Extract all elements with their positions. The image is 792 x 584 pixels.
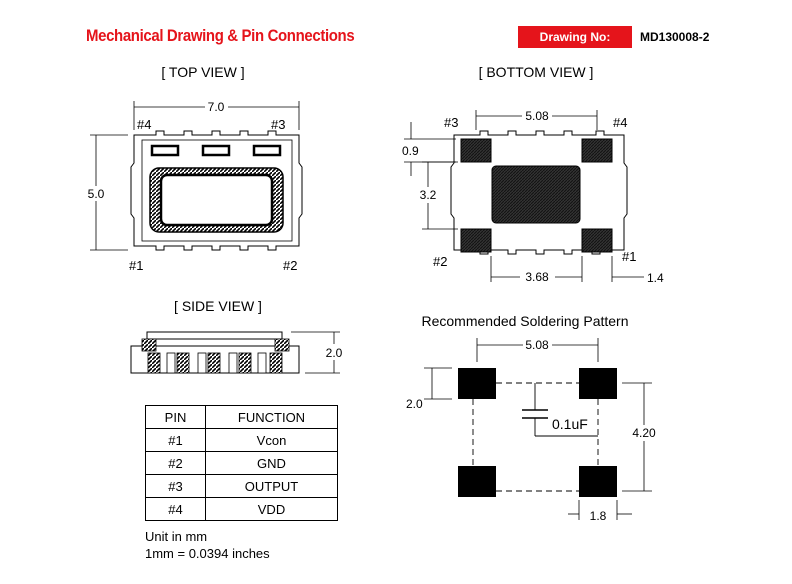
side-view-package — [130, 331, 300, 374]
bottom-view-pad-height-dim: 0.9 — [402, 144, 419, 158]
bottom-view-pads — [460, 138, 613, 253]
bottom-view-title: [ BOTTOM VIEW ] — [479, 64, 594, 80]
side-view-height-dim: 2.0 — [326, 346, 343, 360]
soldering-dimensions — [424, 338, 652, 520]
bottom-view-top-dim: 5.08 — [525, 109, 549, 123]
soldering-height-dim: 4.20 — [632, 426, 656, 440]
top-view-pads — [149, 144, 284, 233]
top-view-title: [ TOP VIEW ] — [161, 64, 244, 80]
unit-notes: Unit in mm 1mm = 0.0394 inches — [145, 528, 270, 562]
table-row: #1 Vcon — [145, 428, 338, 452]
top-view-pin-3: #3 — [271, 117, 285, 132]
side-view-dimensions — [291, 331, 340, 374]
pin-function-table: PIN FUNCTION #1 Vcon #2 GND #3 OUTPUT #4… — [145, 405, 338, 521]
top-view-package — [130, 130, 303, 251]
top-view-pin-2: #2 — [283, 258, 297, 273]
table-cell-pin: #4 — [145, 497, 206, 521]
bottom-view-pin-1: #1 — [622, 249, 636, 264]
conversion-note: 1mm = 0.0394 inches — [145, 546, 270, 561]
table-row: #3 OUTPUT — [145, 474, 338, 498]
soldering-top-dim: 5.08 — [525, 338, 549, 352]
bottom-view-pin-3: #3 — [444, 115, 458, 130]
table-row: #2 GND — [145, 451, 338, 475]
table-header-function: FUNCTION — [205, 405, 338, 429]
capacitor-label: 0.1uF — [552, 416, 588, 432]
soldering-pads — [458, 368, 617, 497]
table-header-row: PIN FUNCTION — [145, 405, 338, 429]
table-cell-function: Vcon — [205, 428, 338, 452]
soldering-pad-dim: 2.0 — [406, 397, 423, 411]
drawing-number-value: MD130008-2 — [640, 30, 710, 44]
table-cell-function: OUTPUT — [205, 474, 338, 498]
top-view-height-dim: 5.0 — [88, 187, 105, 201]
bottom-view-pin-2: #2 — [433, 254, 447, 269]
bottom-view-center-dim: 3.2 — [420, 188, 437, 202]
drawing-number-label: Drawing No: — [518, 26, 632, 48]
bottom-view-pin-4: #4 — [613, 115, 627, 130]
table-cell-pin: #1 — [145, 428, 206, 452]
soldering-traces — [472, 382, 599, 492]
table-cell-pin: #2 — [145, 451, 206, 475]
top-view-pin-4: #4 — [137, 117, 151, 132]
table-cell-function: GND — [205, 451, 338, 475]
bottom-view-pad-width-dim: 1.4 — [647, 271, 664, 285]
bottom-view-dimensions — [404, 110, 644, 282]
top-view-width-dim: 7.0 — [208, 100, 225, 114]
top-view-dimensions — [90, 101, 300, 251]
top-view-pin-1: #1 — [129, 258, 143, 273]
unit-note: Unit in mm — [145, 529, 208, 544]
side-view-title: [ SIDE VIEW ] — [174, 298, 262, 314]
soldering-width-dim: 1.8 — [590, 509, 607, 523]
soldering-pattern-title: Recommended Soldering Pattern — [421, 313, 628, 329]
table-cell-function: VDD — [205, 497, 338, 521]
bottom-view-bottom-dim: 3.68 — [525, 270, 549, 284]
table-header-pin: PIN — [145, 405, 206, 429]
table-row: #4 VDD — [145, 497, 338, 521]
drawing-title: Mechanical Drawing & Pin Connections — [86, 26, 355, 45]
table-cell-pin: #3 — [145, 474, 206, 498]
